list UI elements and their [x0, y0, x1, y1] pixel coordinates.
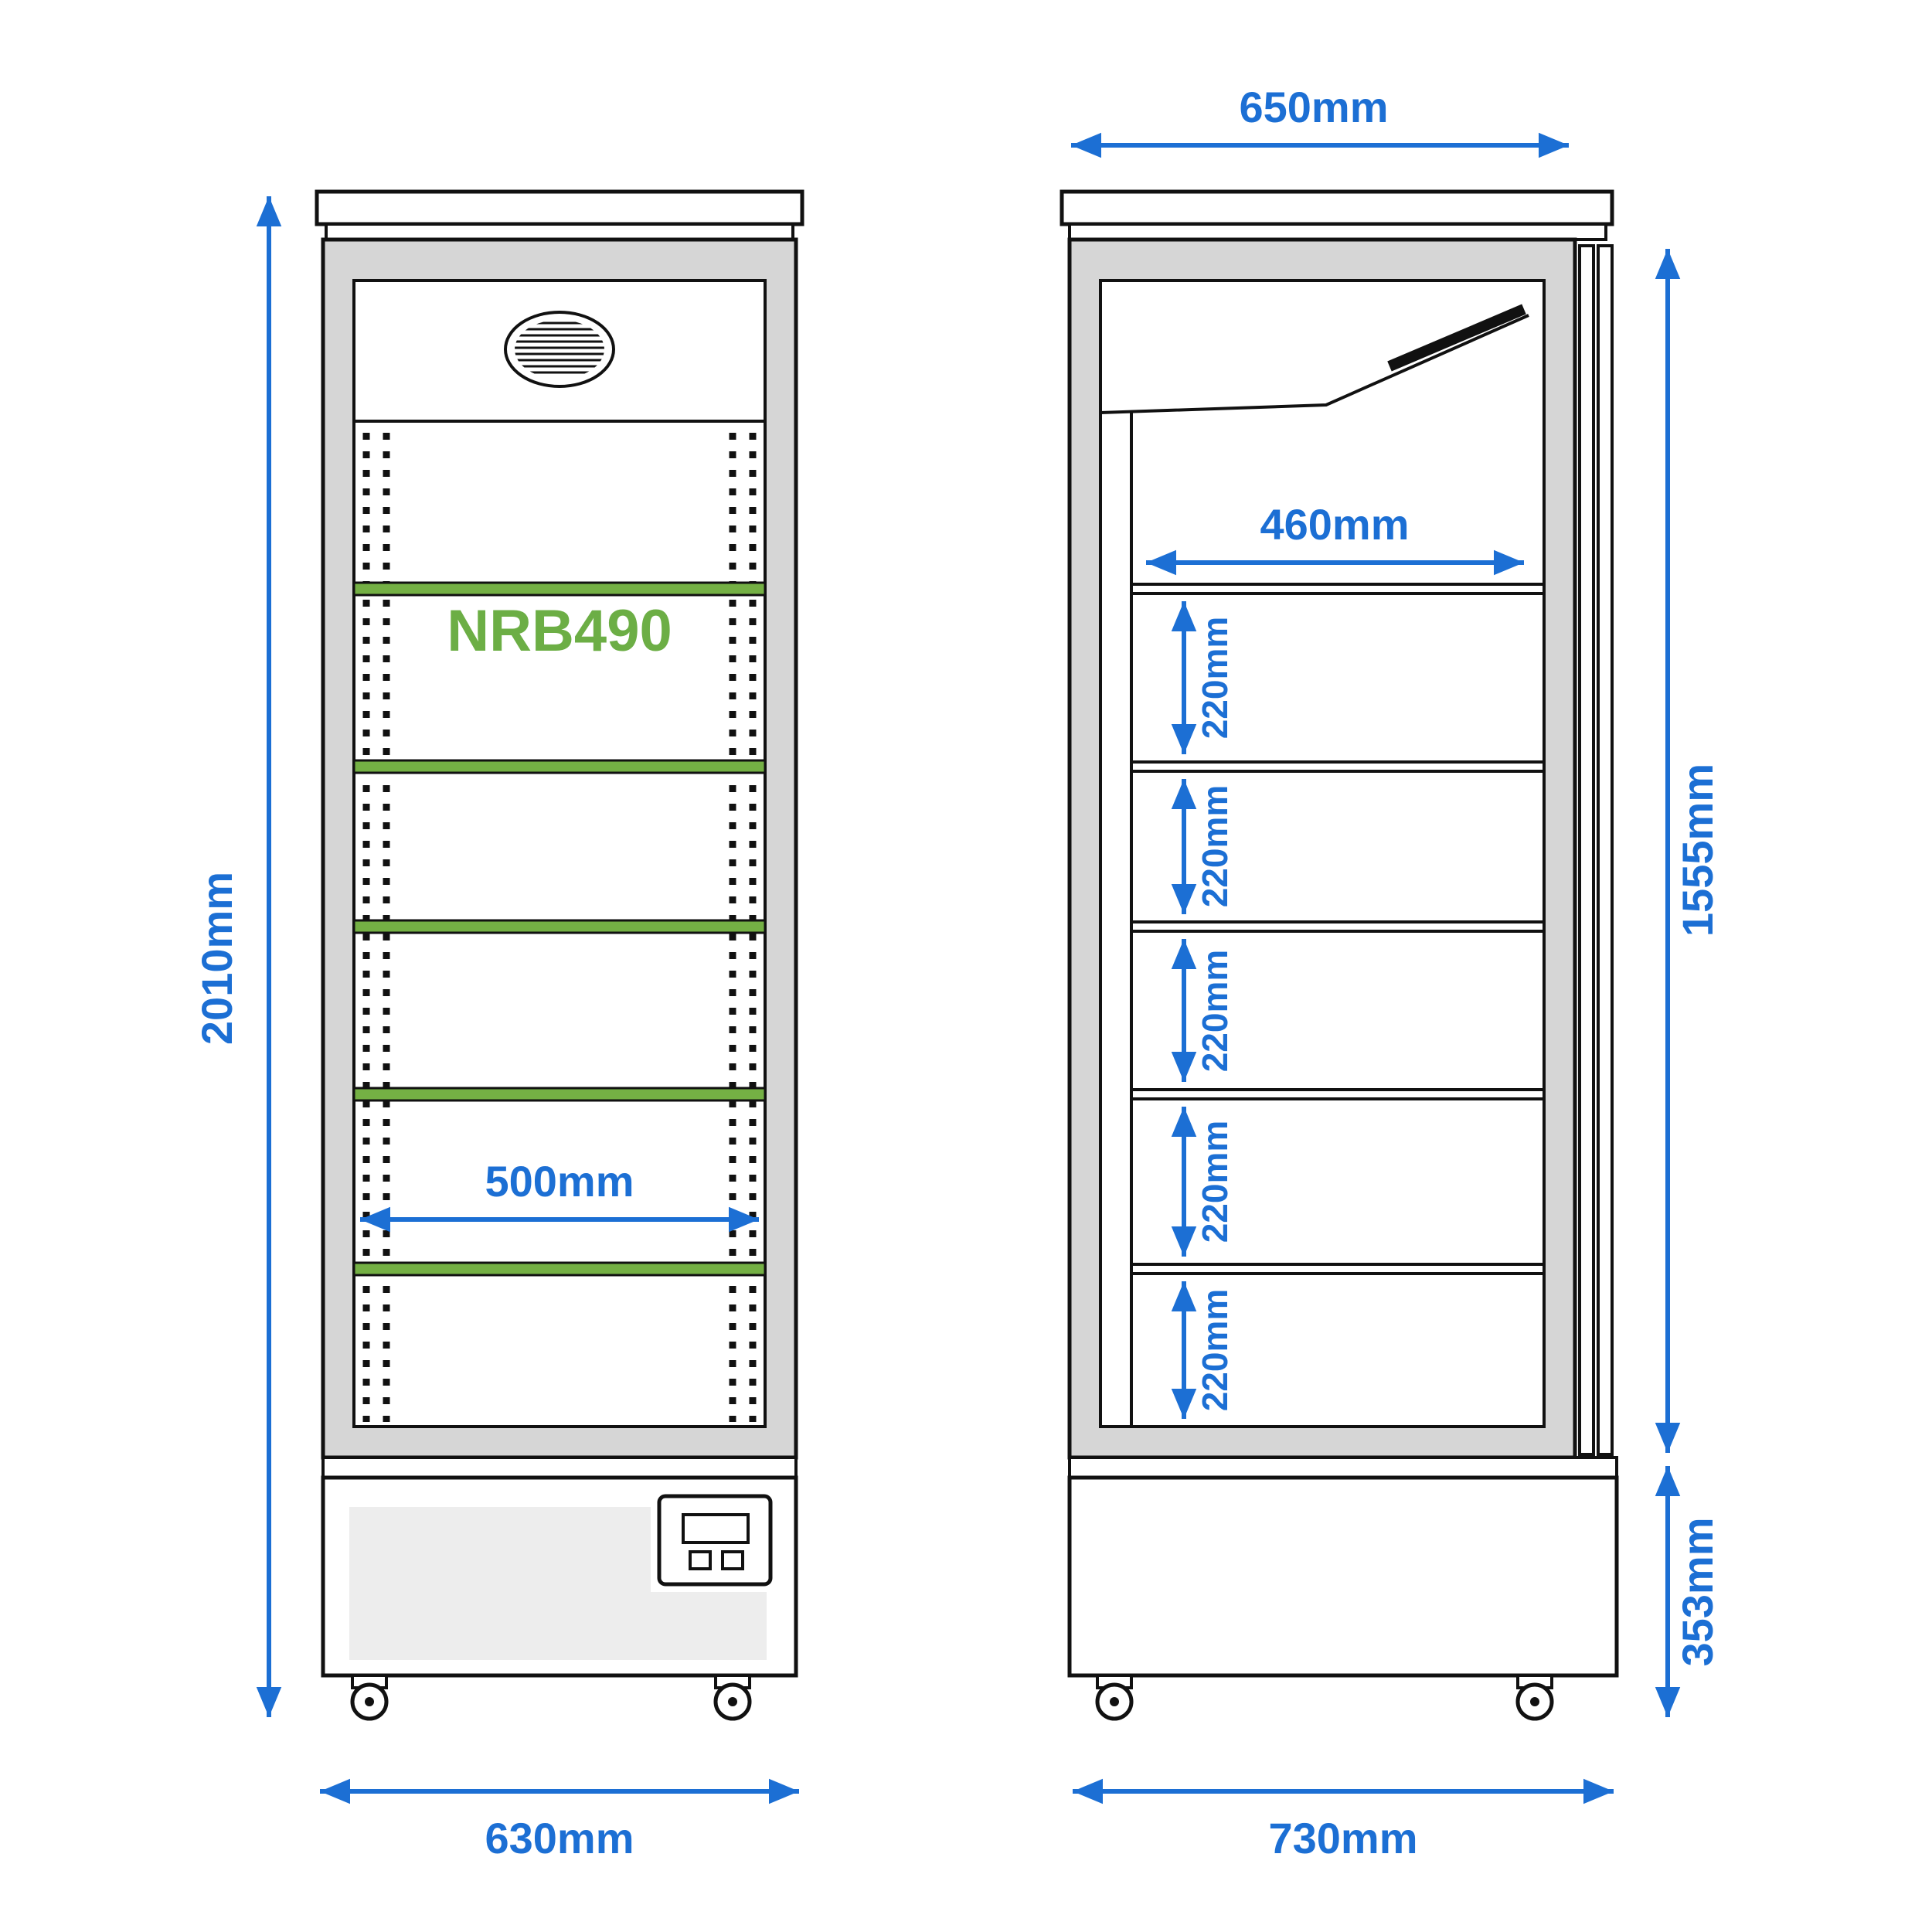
dim-overall-width: 630mm — [320, 1778, 799, 1862]
side-base — [1067, 1456, 1619, 1678]
front-view: 2010mm — [192, 189, 804, 1862]
front-top-cap — [315, 189, 804, 226]
caster-wheel — [1518, 1675, 1552, 1719]
side-plinth — [1067, 1475, 1619, 1678]
shelf-gap-label: 220mm — [1195, 617, 1235, 740]
shelf-depth-label: 460mm — [1260, 500, 1409, 549]
side-view: 650mm 460mm — [1060, 83, 1722, 1862]
shelf-profile — [1130, 920, 1546, 933]
shelf-profile — [1130, 760, 1546, 773]
vent-grille-icon — [504, 311, 615, 388]
door-top-bracket — [1387, 304, 1526, 372]
shelf — [352, 759, 767, 774]
shelf — [352, 1261, 767, 1277]
dim-interior-height: 1555mm — [1655, 249, 1722, 1453]
overall-width-label: 630mm — [485, 1814, 634, 1862]
evaporator-cover — [1100, 314, 1529, 414]
dim-shelf-gap-4: 220mm — [1171, 1107, 1235, 1257]
shelf-gap-label: 220mm — [1195, 785, 1235, 908]
side-top-cap — [1060, 189, 1614, 226]
caster-wheel — [716, 1675, 750, 1719]
dim-top-depth: 650mm — [1071, 83, 1569, 158]
caster-wheel — [352, 1675, 386, 1719]
front-base-band — [321, 1456, 798, 1479]
shelf — [352, 919, 767, 934]
front-cabinet: NRB490 — [315, 189, 804, 1460]
shelf-profile — [1130, 583, 1546, 595]
shelf — [352, 581, 767, 597]
shelf-gap-label: 220mm — [1195, 1289, 1235, 1412]
overall-height-label: 2010mm — [192, 872, 241, 1045]
dim-shelf-gap-3: 220mm — [1171, 939, 1235, 1082]
shelf-gap-label: 220mm — [1195, 1121, 1235, 1243]
base-panel — [349, 1507, 767, 1660]
caster-wheel — [1097, 1675, 1131, 1719]
control-panel-icon — [657, 1494, 773, 1587]
shelf-profile — [1130, 1263, 1546, 1275]
dim-shelf-gap-1: 220mm — [1171, 601, 1235, 754]
shelf-gap-label: 220mm — [1195, 950, 1235, 1073]
door-glass-profile — [1597, 244, 1614, 1456]
side-base-band — [1068, 1456, 1618, 1479]
front-top-lip — [325, 223, 794, 241]
shelf — [352, 1087, 767, 1102]
top-depth-label: 650mm — [1239, 83, 1388, 131]
interior-height-label: 1555mm — [1673, 764, 1722, 937]
base-height-label: 353mm — [1673, 1517, 1722, 1666]
shelves-front — [352, 581, 767, 1277]
door-profile — [1578, 244, 1595, 1456]
shelves-side — [1130, 583, 1546, 1275]
overall-depth-label: 730mm — [1268, 1814, 1417, 1862]
dim-shelf-gap-5: 220mm — [1171, 1281, 1235, 1419]
side-interior — [1099, 279, 1546, 1428]
dim-shelf-depth: 460mm — [1146, 500, 1524, 576]
dim-overall-depth: 730mm — [1073, 1778, 1614, 1862]
shelf-profile — [1130, 1088, 1546, 1100]
dim-base-height: 353mm — [1655, 1466, 1722, 1717]
front-base — [321, 1456, 798, 1678]
dim-shelf-gap-2: 220mm — [1171, 779, 1235, 914]
shelf-width-label: 500mm — [485, 1157, 634, 1206]
dim-overall-height: 2010mm — [192, 196, 282, 1717]
model-label: NRB490 — [447, 598, 672, 664]
front-interior — [352, 279, 767, 1428]
dim-shelf-width: 500mm — [360, 1157, 759, 1233]
side-top-lip — [1068, 223, 1607, 241]
